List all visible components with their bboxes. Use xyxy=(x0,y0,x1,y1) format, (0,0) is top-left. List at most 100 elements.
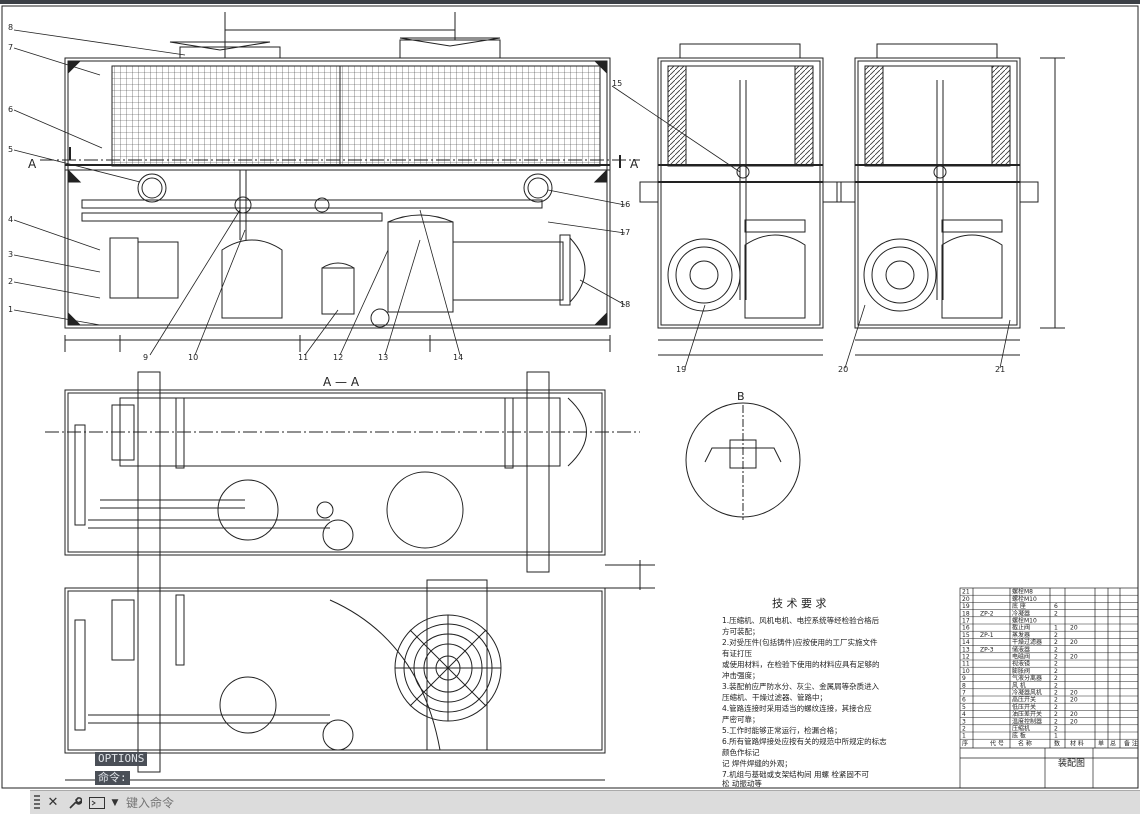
leader-label: 6 xyxy=(8,105,13,114)
table-cell-no: 7 xyxy=(962,690,966,697)
table-cell-qty: 2 xyxy=(1054,711,1058,718)
table-cell-qty: 2 xyxy=(1054,668,1058,675)
table-cell-code: ZP-1 xyxy=(980,632,994,639)
table-cell-qty: 1 xyxy=(1054,733,1058,740)
table-header-cell: 备 注 xyxy=(1124,739,1138,747)
options-hint[interactable]: OPTIONS xyxy=(95,752,148,766)
cad-drawing-canvas[interactable]: A A 8 7 6 5 4 3 2 1 9 10 11 12 xyxy=(0,0,1140,790)
table-cell-name: 膨胀阀 xyxy=(1012,667,1030,675)
tech-req-line: 冲击强度； xyxy=(722,670,760,680)
tech-req-title: 技 术 要 求 xyxy=(772,597,827,610)
tech-req-line: 5.工作时能够正常运行，检漏合格； xyxy=(722,725,842,735)
table-cell-no: 21 xyxy=(962,589,970,596)
command-prompt-label: 命令: xyxy=(95,771,130,785)
table-cell-name: 气液分离器 xyxy=(1012,674,1042,682)
table-header-cell: 序 xyxy=(962,739,968,747)
leader-label: 19 xyxy=(676,365,686,374)
section-view-a-a xyxy=(45,371,640,773)
table-cell-name: 温度控制器 xyxy=(1012,717,1042,725)
leader-label: 18 xyxy=(620,300,630,309)
close-icon[interactable]: ✕ xyxy=(47,795,59,810)
table-cell-mat: 20 xyxy=(1070,697,1078,704)
table-cell-name: 截止阀 xyxy=(1012,624,1030,632)
table-cell-name: 底 座 xyxy=(1012,602,1026,610)
drag-handle[interactable] xyxy=(34,794,40,811)
tech-req-line: 严密可靠； xyxy=(722,714,760,724)
table-cell-qty: 1 xyxy=(1054,625,1058,632)
table-cell-name: 冷凝器 xyxy=(1012,609,1030,617)
leader-label: 21 xyxy=(995,365,1005,374)
leader-label: 11 xyxy=(298,353,308,362)
table-cell-name: 压缩机 xyxy=(1012,725,1030,733)
tech-req-line: 有证打压 xyxy=(722,648,752,658)
leader-label: 1 xyxy=(8,305,13,314)
table-cell-no: 6 xyxy=(962,697,966,704)
table-cell-no: 2 xyxy=(962,726,966,733)
detail-view-b xyxy=(685,402,801,520)
command-prompt-icon[interactable] xyxy=(88,794,106,812)
technical-requirements: 技 术 要 求 1.压缩机、风机电机、电控系统等经检验合格后 方可装配； 2.对… xyxy=(722,597,887,788)
table-cell-name: 高压开关 xyxy=(1012,696,1036,704)
detail-label-b: B xyxy=(737,390,745,403)
chevron-down-icon[interactable]: ▼ xyxy=(111,797,119,808)
table-cell-qty: 2 xyxy=(1054,632,1058,639)
table-cell-no: 11 xyxy=(962,661,970,668)
sheet-frame xyxy=(1,5,1139,789)
leaders-front xyxy=(13,29,1011,369)
table-header-cell: 材 料 xyxy=(1070,739,1084,747)
tech-req-line: 4.管路连接时采用适当的螺纹连接，其接合应 xyxy=(722,703,872,713)
table-cell-no: 20 xyxy=(962,596,970,603)
table-cell-no: 5 xyxy=(962,704,966,711)
side-view-left xyxy=(639,43,842,356)
cut-marker-left: A xyxy=(28,157,37,171)
table-cell-qty: 2 xyxy=(1054,639,1058,646)
table-cell-no: 13 xyxy=(962,646,970,653)
top-view xyxy=(64,560,655,781)
table-cell-name: 螺栓M10 xyxy=(1012,595,1037,603)
table-cell-no: 1 xyxy=(962,733,966,740)
table-cell-no: 8 xyxy=(962,682,966,689)
leader-label: 8 xyxy=(8,23,13,32)
table-cell-name: 干燥过滤器 xyxy=(1012,638,1042,646)
section-label-a-a: A — A xyxy=(323,375,360,389)
table-cell-qty: 2 xyxy=(1054,704,1058,711)
table-cell-qty: 2 xyxy=(1054,697,1058,704)
leader-label: 10 xyxy=(188,353,198,362)
table-cell-no: 15 xyxy=(962,632,970,639)
tech-req-line: 颜色作标记 xyxy=(722,747,760,757)
table-header-cell: 代 号 xyxy=(990,739,1004,747)
leader-label: 7 xyxy=(8,43,13,52)
tech-req-line: 3.装配前应严防水分、灰尘、金属屑等杂质进入 xyxy=(722,681,880,691)
window-top-border xyxy=(0,0,1140,4)
table-cell-name: 螺栓M10 xyxy=(1012,617,1037,625)
tech-req-line: 1.压缩机、风机电机、电控系统等经检验合格后 xyxy=(722,615,880,625)
leader-label: 12 xyxy=(333,353,343,362)
table-cell-name: 储液器 xyxy=(1012,645,1030,653)
tech-req-line: 方可装配； xyxy=(722,626,760,636)
table-cell-qty: 2 xyxy=(1054,726,1058,733)
table-cell-mat: 20 xyxy=(1070,654,1078,661)
tech-req-line: 2.对受压件(包括铸件)应按使用的工厂实施文件 xyxy=(722,637,878,647)
command-input[interactable] xyxy=(124,794,728,811)
cut-marker-right: A xyxy=(630,157,639,171)
table-cell-name: 视液镜 xyxy=(1012,660,1030,668)
wrench-icon[interactable] xyxy=(66,794,84,812)
table-cell-mat: 20 xyxy=(1070,625,1078,632)
leader-label: 17 xyxy=(620,228,630,237)
leader-label: 20 xyxy=(838,365,848,374)
tech-req-line: 压缩机、干燥过滤器、管路中； xyxy=(722,692,827,702)
table-cell-no: 17 xyxy=(962,618,970,625)
table-cell-name: 油压差开关 xyxy=(1012,710,1042,718)
table-cell-name: 冷凝器风机 xyxy=(1012,689,1042,697)
leader-label: 5 xyxy=(8,145,13,154)
tech-req-line: 7.机组与基础或支架结构间 用螺 栓紧固不可 xyxy=(722,769,869,779)
tech-req-line: 松 动振动等 xyxy=(722,778,762,788)
tech-req-line: 或使用材料，在检验下使用的材料应具有足够的 xyxy=(722,659,880,669)
table-cell-code: ZP-2 xyxy=(980,610,994,617)
table-cell-name: 底 板 xyxy=(1012,732,1026,740)
table-cell-qty: 2 xyxy=(1054,718,1058,725)
table-cell-name: 风 机 xyxy=(1012,681,1026,689)
table-header-cell: 总 xyxy=(1110,739,1116,747)
leader-label: 9 xyxy=(143,353,148,362)
